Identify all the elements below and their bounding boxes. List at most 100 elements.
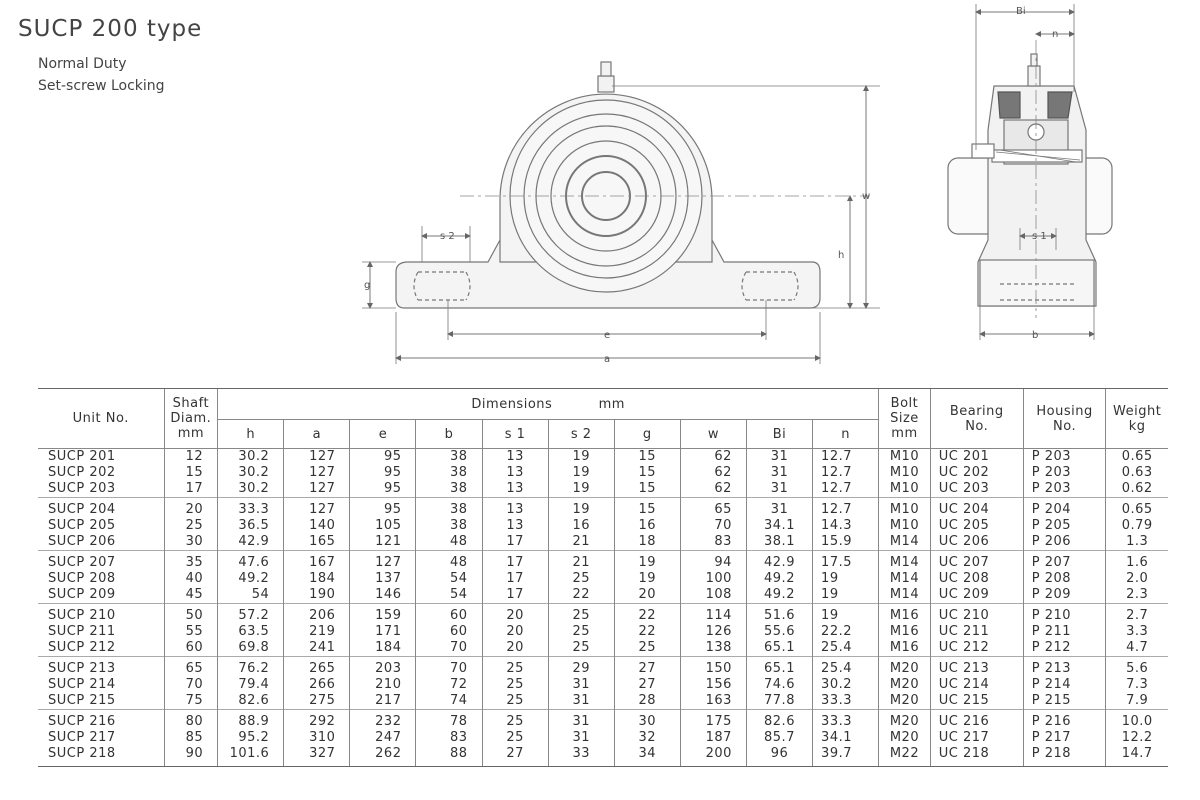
cell-n: 30.2: [812, 677, 879, 693]
cell-s1: 25: [481, 709, 549, 730]
header-s2: s 2: [547, 419, 615, 449]
cell-shaft-diam: 75: [163, 693, 218, 710]
cell-shaft-diam: 70: [163, 677, 218, 693]
cell-e: 171: [349, 624, 416, 640]
cell-s2: 31: [547, 709, 615, 730]
cell-g: 28: [613, 693, 681, 710]
cell-weight: 10.0: [1105, 709, 1168, 730]
cell-w: 114: [679, 603, 747, 624]
cell-a: 167: [283, 550, 350, 571]
cell-weight: 0.63: [1105, 465, 1168, 481]
cell-w: 94: [679, 550, 747, 571]
cell-a: 266: [283, 677, 350, 693]
cell-unit-no: SUCP 216: [48, 714, 116, 729]
cell-shaft-diam: 17: [163, 481, 218, 498]
cell-bi: 31: [745, 465, 813, 481]
cell-b: 48: [415, 534, 483, 551]
cell-weight: 4.7: [1105, 640, 1168, 657]
cell-bi: 65.1: [745, 640, 813, 657]
cell-s1: 25: [481, 693, 549, 710]
cell-s1: 17: [481, 571, 549, 587]
cell-b: 83: [415, 730, 483, 746]
cell-s2: 33: [547, 746, 615, 767]
cell-w: 187: [679, 730, 747, 746]
cell-w: 175: [679, 709, 747, 730]
cell-bearing-no: UC 212: [929, 640, 1024, 657]
cell-s1: 13: [481, 518, 549, 534]
cell-housing-no: P 215: [1022, 693, 1106, 710]
cell-unit-no: SUCP 214: [48, 677, 116, 692]
cell-bi: 49.2: [745, 571, 813, 587]
cell-e: 146: [349, 587, 416, 604]
cell-a: 127: [283, 448, 350, 465]
cell-w: 163: [679, 693, 747, 710]
cell-b: 72: [415, 677, 483, 693]
label-w: w: [862, 191, 870, 202]
cell-unit-no: SUCP 202: [48, 465, 116, 480]
subtitle-locking: Set-screw Locking: [38, 78, 165, 94]
label-s2: s 2: [440, 231, 455, 242]
cell-s1: 17: [481, 550, 549, 571]
cell-w: 62: [679, 481, 747, 498]
cell-shaft-diam: 25: [163, 518, 218, 534]
cell-s1: 25: [481, 730, 549, 746]
cell-weight: 0.65: [1105, 448, 1168, 465]
cell-n: 15.9: [812, 534, 879, 551]
cell-n: 14.3: [812, 518, 879, 534]
cell-bearing-no: UC 209: [929, 587, 1024, 604]
cell-shaft-diam: 50: [163, 603, 218, 624]
cell-g: 25: [613, 640, 681, 657]
cell-a: 327: [283, 746, 350, 767]
cell-s1: 13: [481, 497, 549, 518]
cell-e: 95: [349, 448, 416, 465]
cell-h: 57.2: [217, 603, 284, 624]
cell-b: 74: [415, 693, 483, 710]
cell-n: 12.7: [812, 497, 879, 518]
cell-weight: 0.79: [1105, 518, 1168, 534]
cell-s2: 31: [547, 693, 615, 710]
cell-bolt-size: M10: [878, 465, 931, 481]
cell-housing-no: P 204: [1022, 497, 1106, 518]
header-unit-no: Unit No.: [38, 388, 164, 449]
cell-e: 127: [349, 550, 416, 571]
cell-unit-no: SUCP 206: [48, 534, 116, 549]
cell-bolt-size: M10: [878, 518, 931, 534]
cell-bearing-no: UC 202: [929, 465, 1024, 481]
header-dimensions: Dimensions mm: [217, 388, 879, 420]
cell-g: 22: [613, 624, 681, 640]
cell-b: 38: [415, 518, 483, 534]
page-title: SUCP 200 type: [18, 16, 203, 42]
cell-e: 203: [349, 656, 416, 677]
cell-bearing-no: UC 213: [929, 656, 1024, 677]
cell-s1: 20: [481, 640, 549, 657]
cell-unit-no: SUCP 205: [48, 518, 116, 533]
cell-housing-no: P 206: [1022, 534, 1106, 551]
header-g: g: [613, 419, 681, 449]
cell-unit-no: SUCP 201: [48, 449, 116, 464]
cell-s2: 22: [547, 587, 615, 604]
cell-h: 69.8: [217, 640, 284, 657]
cell-shaft-diam: 65: [163, 656, 218, 677]
cell-housing-no: P 212: [1022, 640, 1106, 657]
cell-bolt-size: M20: [878, 677, 931, 693]
cell-n: 17.5: [812, 550, 879, 571]
cell-weight: 12.2: [1105, 730, 1168, 746]
cell-g: 30: [613, 709, 681, 730]
cell-housing-no: P 203: [1022, 448, 1106, 465]
cell-bi: 77.8: [745, 693, 813, 710]
cell-bolt-size: M10: [878, 481, 931, 498]
cell-bi: 31: [745, 497, 813, 518]
cell-g: 19: [613, 571, 681, 587]
label-a: a: [604, 354, 610, 365]
cell-unit-no: SUCP 211: [48, 624, 116, 639]
cell-b: 78: [415, 709, 483, 730]
cell-bearing-no: UC 201: [929, 448, 1024, 465]
